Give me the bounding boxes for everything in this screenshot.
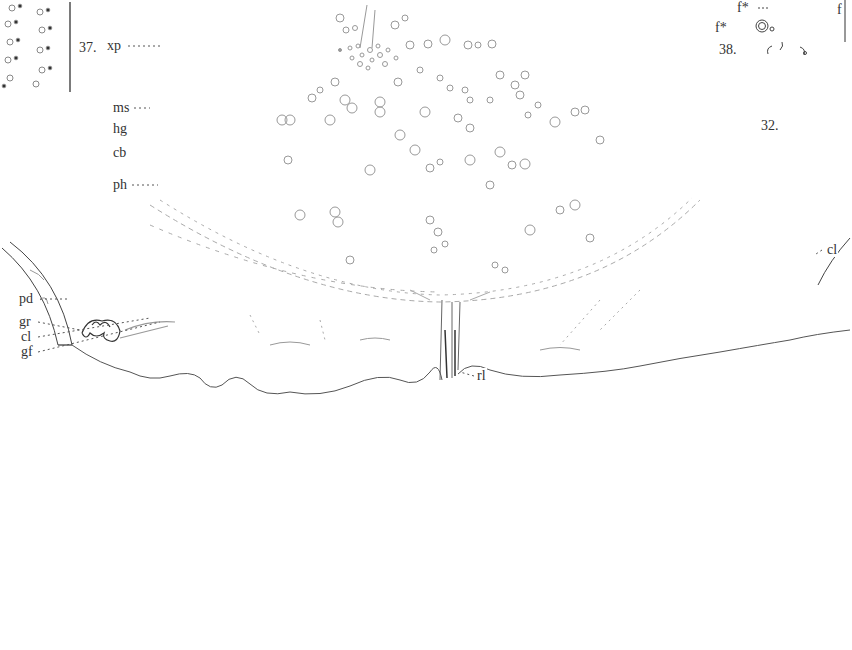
part-label: cl	[20, 329, 32, 344]
part-label: gf	[20, 344, 34, 359]
figure-number: 38.	[718, 42, 738, 57]
cell-field	[277, 5, 604, 273]
part-label: cl	[826, 242, 838, 257]
outlines	[150, 198, 700, 380]
body-wall	[2, 242, 72, 345]
ventral-outline	[72, 330, 850, 394]
part-label: ms	[112, 100, 130, 115]
figure-38	[756, 0, 845, 55]
gland	[82, 320, 175, 341]
figure-37	[2, 2, 70, 92]
figure-number: 37.	[78, 40, 98, 55]
part-label: pd	[18, 291, 34, 306]
body-wall	[818, 238, 850, 285]
part-label: ph	[112, 177, 128, 192]
part-label: f*	[736, 0, 750, 15]
part-label: cb	[112, 145, 127, 160]
figure-number: 32.	[760, 118, 780, 133]
part-label: rl	[476, 368, 487, 383]
part-label: hg	[112, 121, 128, 136]
part-label: gr	[18, 314, 32, 329]
leader-lines	[38, 46, 822, 376]
part-label: f*	[714, 20, 728, 35]
part-label: xp	[106, 38, 122, 53]
part-label: f	[836, 2, 843, 17]
